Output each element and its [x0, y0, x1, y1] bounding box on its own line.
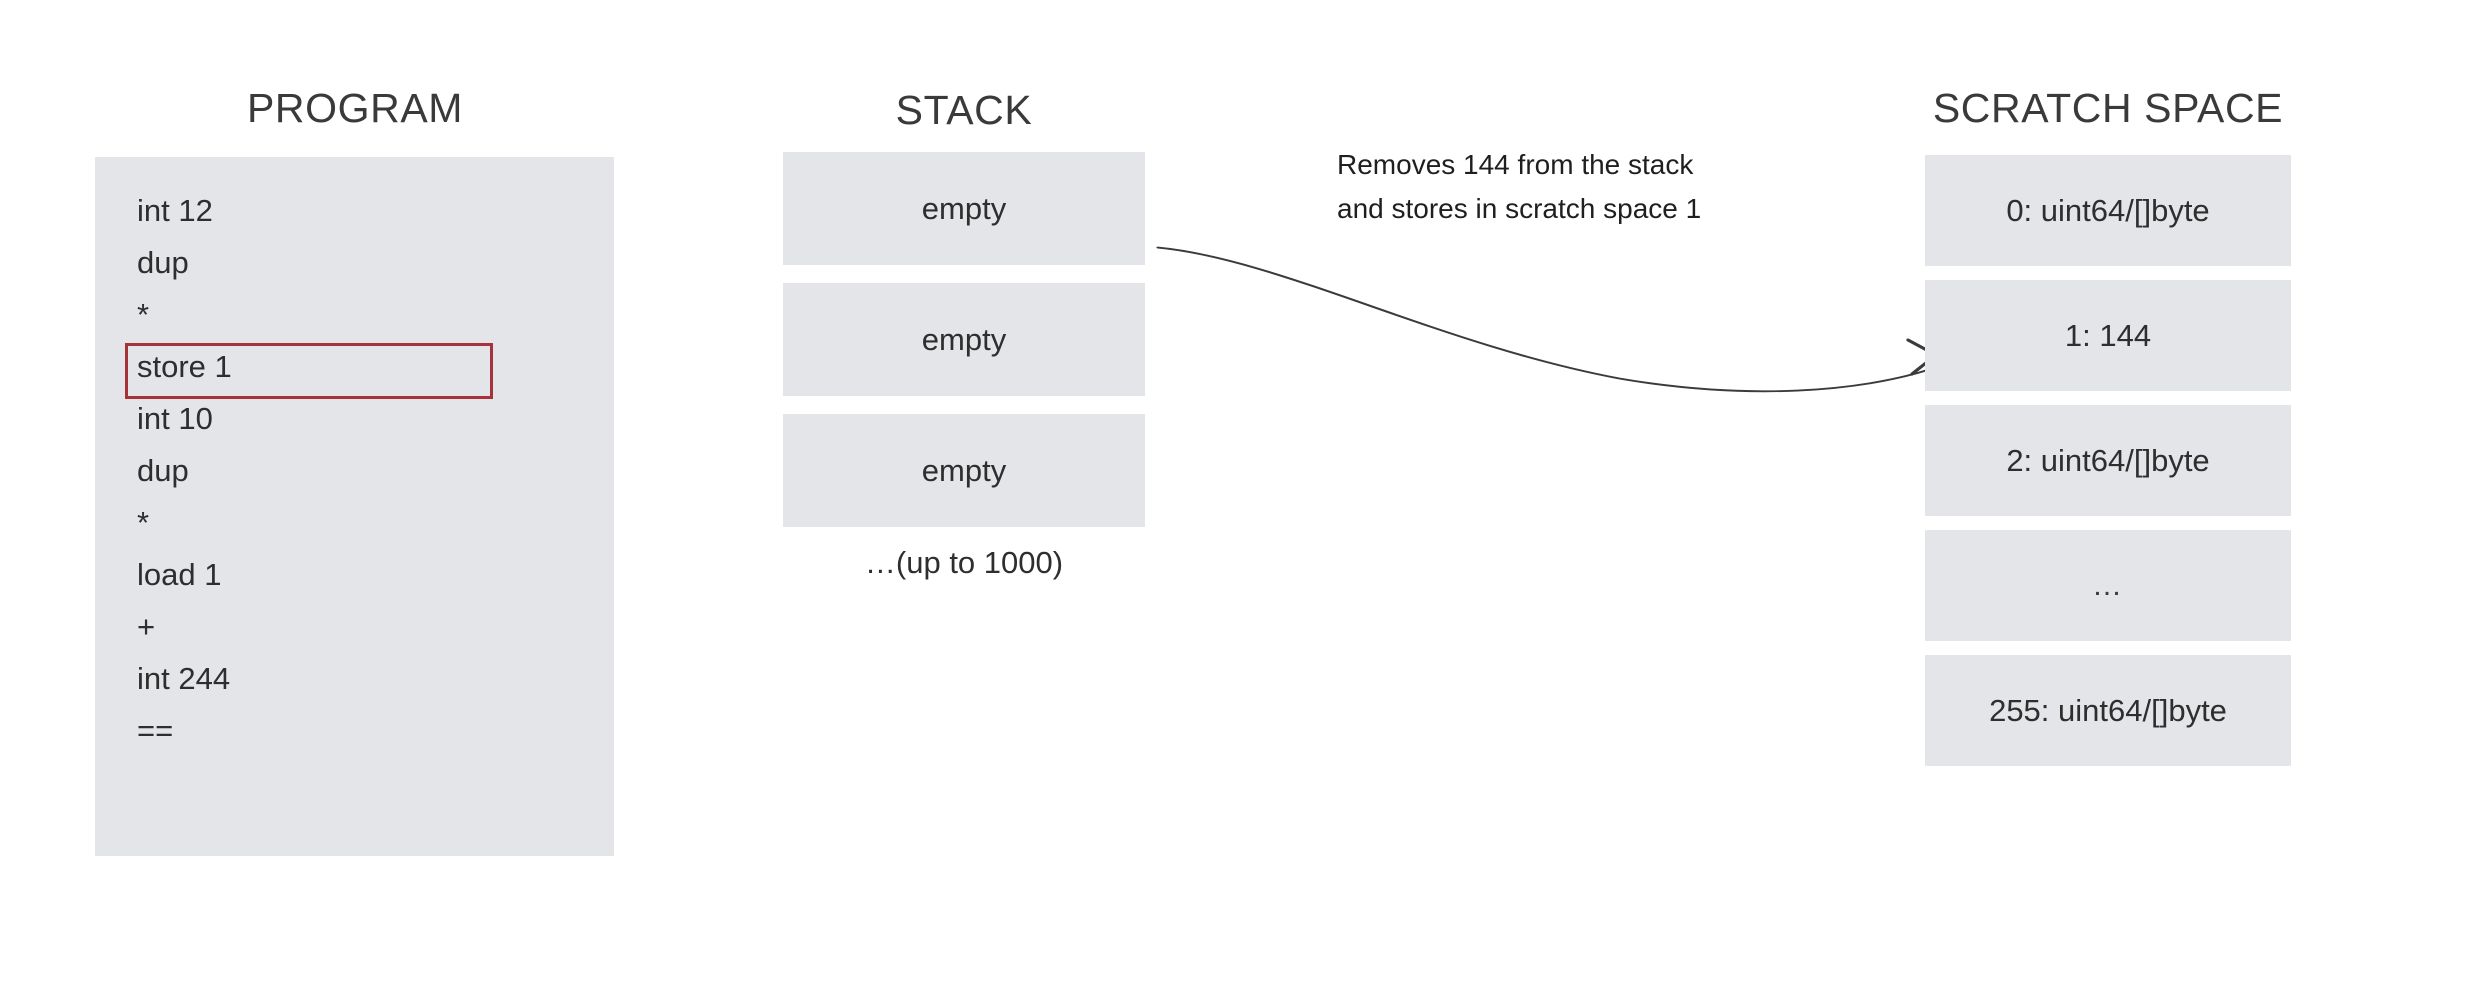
- scratch-cell: 2: uint64/[]byte: [1925, 405, 2291, 516]
- stack-cell-list: empty empty empty: [783, 152, 1145, 545]
- program-line: dup: [137, 245, 189, 280]
- program-panel: int 12 dup * store 1 int 10 dup * load 1 + int 24…: [95, 157, 614, 856]
- stack-cell: empty: [783, 414, 1145, 527]
- annotation-line-2: and stores in scratch space 1: [1337, 193, 1702, 224]
- program-line: int 244: [137, 661, 231, 696]
- program-line: dup: [137, 453, 189, 488]
- annotation-line-1: Removes 144 from the stack: [1337, 149, 1694, 180]
- current-instruction-highlight: [125, 343, 493, 399]
- flow-arrow: [1156, 246, 1938, 393]
- program-line-active: store 1: [137, 349, 232, 384]
- scratch-cell: 1: 144: [1925, 280, 2291, 391]
- scratch-cell-list: 0: uint64/[]byte 1: 144 2: uint64/[]byte … 2…: [1925, 155, 2291, 780]
- stack-capacity-note: …(up to 1000): [864, 545, 1064, 580]
- program-instruction-list: int 12 dup * store 1 int 10 dup * load 1 + int 24…: [137, 185, 604, 757]
- program-line: ==: [137, 713, 174, 748]
- program-line: *: [137, 297, 150, 332]
- program-column-title: PROGRAM: [246, 85, 464, 131]
- stack-column-title: STACK: [895, 87, 1033, 133]
- program-line: int 10: [137, 401, 213, 436]
- program-line: load 1: [137, 557, 222, 592]
- stack-cell: empty: [783, 283, 1145, 396]
- flow-arrow-path: [1156, 246, 1932, 393]
- scratch-cell: 255: uint64/[]byte: [1925, 655, 2291, 766]
- scratch-column-title: SCRATCH SPACE: [1932, 85, 2284, 131]
- scratch-cell: …: [1925, 530, 2291, 641]
- program-line: *: [137, 505, 150, 540]
- annotation-text: Removes 144 from the stack and stores in…: [1337, 143, 1807, 231]
- scratch-cell: 0: uint64/[]byte: [1925, 155, 2291, 266]
- program-line: +: [137, 609, 156, 644]
- program-line: int 12: [137, 193, 213, 228]
- stack-cell: empty: [783, 152, 1145, 265]
